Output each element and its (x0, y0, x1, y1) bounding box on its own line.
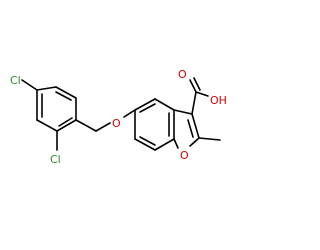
double-bond-inner (139, 136, 156, 146)
bond (134, 98, 156, 111)
bond (95, 122, 111, 132)
bond (134, 138, 156, 151)
bond (191, 91, 197, 115)
furan-oxygen-label: O (180, 149, 189, 162)
bond (189, 137, 200, 147)
hydroxyl-label: OH (210, 94, 227, 107)
double-bond-inner (187, 119, 194, 138)
bond (21, 79, 38, 91)
dichlorophenyl-ring (21, 79, 77, 151)
carbonyl-bond (189, 79, 197, 93)
bond (123, 109, 136, 118)
double-bond-inner (139, 103, 156, 113)
bond (173, 109, 193, 115)
bond (55, 86, 77, 99)
carbonyl-oxygen-label: O (178, 68, 187, 81)
bond (36, 86, 57, 91)
substituents (189, 77, 221, 141)
bond (173, 138, 179, 149)
bond (154, 98, 175, 111)
ether-oxygen-label: O (112, 117, 121, 130)
benzofuran-benzene-ring (134, 98, 175, 151)
bond (75, 119, 97, 132)
bond (191, 113, 200, 139)
bond (36, 119, 58, 132)
molecule-canvas: Cl Cl O O O OH (10, 68, 227, 166)
bond (56, 119, 77, 132)
bond (195, 91, 209, 97)
double-bond-inner (58, 117, 73, 127)
carbonyl-bond-double (193, 77, 201, 91)
double-bond-inner (55, 91, 72, 101)
chlorine-atom-label: Cl (50, 153, 61, 166)
structure-diagram: Cl Cl O O O OH (10, 68, 227, 166)
methyleneoxy-linker (75, 109, 136, 132)
bond (154, 138, 175, 151)
methyl-bond (198, 137, 221, 141)
chlorine-atom-label: Cl (10, 74, 21, 87)
furan-ring (173, 109, 200, 149)
